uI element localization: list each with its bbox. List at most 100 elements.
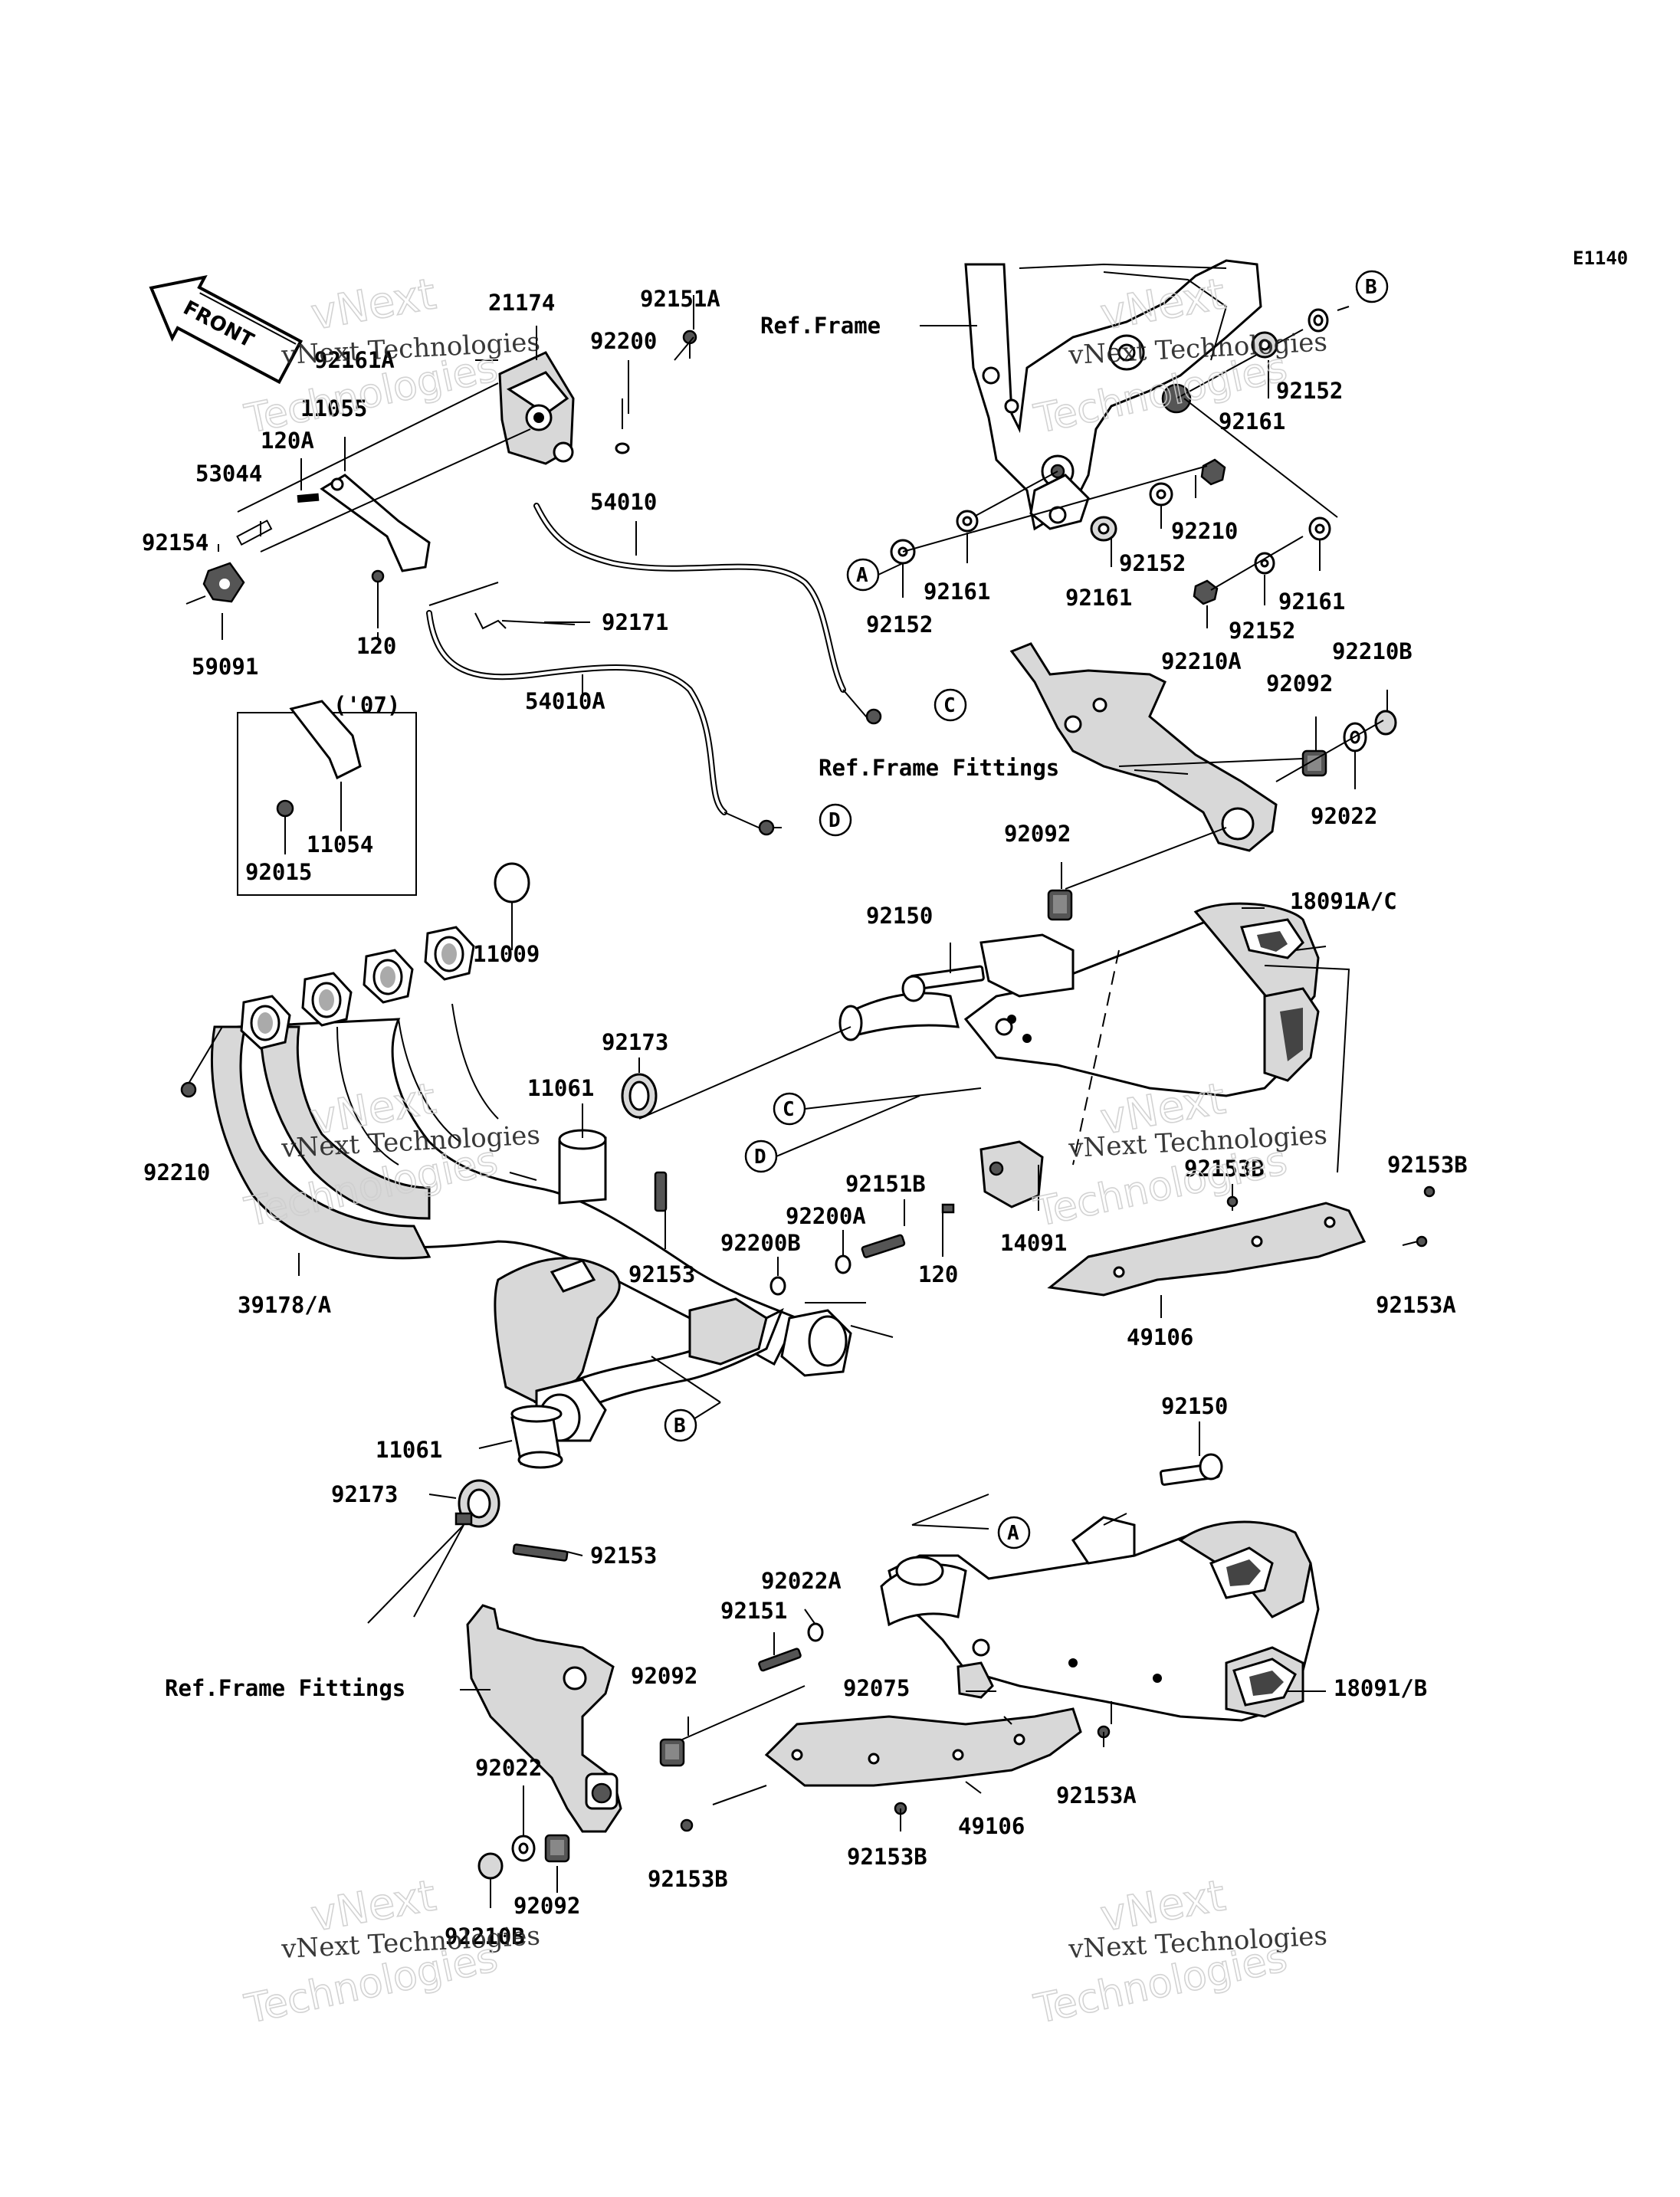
label-11009: 11009 xyxy=(473,941,540,967)
label-92210-r: 92210 xyxy=(1171,518,1238,544)
heat-guard-49106-top xyxy=(1047,1202,1367,1297)
label-ref-frame-fittings-bot: Ref.Frame Fittings xyxy=(165,1675,405,1701)
label-120-mid: 120 xyxy=(918,1261,958,1287)
label-92153B-right: 92153B xyxy=(1387,1152,1468,1178)
label-120-top: 120 xyxy=(356,633,396,659)
label-92022A: 92022A xyxy=(761,1568,842,1594)
svg-text:vNext: vNext xyxy=(307,269,439,339)
callout-d-mid: D xyxy=(744,1139,778,1173)
label-92161-m: 92161 xyxy=(1065,585,1132,611)
bolt-92151B xyxy=(861,1234,906,1258)
label-120A: 120A xyxy=(261,428,314,454)
label-92210B-top: 92210B xyxy=(1332,638,1413,664)
svg-text:C: C xyxy=(783,1098,795,1121)
muffler-lower xyxy=(880,1516,1320,1722)
bolt-92151 xyxy=(758,1648,802,1672)
label-11055: 11055 xyxy=(300,395,367,421)
label-92150-bot: 92150 xyxy=(1161,1393,1228,1419)
label-92161-l: 92161 xyxy=(924,579,990,605)
clamp-92173-bot xyxy=(454,1479,500,1528)
label-92092-bot2: 92092 xyxy=(514,1893,580,1919)
diagram-code: E1140 xyxy=(1573,248,1628,269)
bolt-92150-top xyxy=(901,965,985,1002)
ref-frame-outline xyxy=(964,259,1262,531)
label-92153-bot: 92153 xyxy=(590,1543,657,1569)
callout-a-top: A xyxy=(846,558,880,592)
label-92150-top: 92150 xyxy=(866,903,933,929)
washer-92022-bot xyxy=(511,1835,536,1862)
label-92173-top: 92173 xyxy=(602,1029,668,1055)
washer-92200A xyxy=(835,1254,851,1274)
label-92173-bot: 92173 xyxy=(331,1481,398,1507)
muffler-upper xyxy=(963,902,1320,1097)
label-92154: 92154 xyxy=(142,530,208,556)
label-54010: 54010 xyxy=(590,489,657,515)
svg-text:A: A xyxy=(1007,1522,1019,1545)
bolt-92153-mid xyxy=(654,1171,668,1212)
nut-92161-mid xyxy=(1090,516,1117,542)
callout-d-top: D xyxy=(819,803,852,837)
header-flange-1 xyxy=(240,995,291,1050)
nut-92210-r xyxy=(1200,458,1226,486)
label-92153A-bot: 92153A xyxy=(1056,1782,1137,1808)
callout-b-mid: B xyxy=(664,1408,697,1442)
label-92200A: 92200A xyxy=(786,1203,866,1229)
callout-b-top: B xyxy=(1355,270,1389,303)
label-18091AC: 18091A/C xyxy=(1290,888,1397,914)
callout-c-top: C xyxy=(934,688,967,722)
frame-fitting-bottom xyxy=(466,1604,622,1833)
label-92092-mid: 92092 xyxy=(1004,821,1071,847)
nut-92210B-bot xyxy=(477,1852,504,1880)
label-92153B-bot1: 92153B xyxy=(648,1866,728,1892)
label-92151: 92151 xyxy=(720,1598,787,1624)
label-49106-top: 49106 xyxy=(1127,1324,1193,1350)
label-92210B-bot: 92210B xyxy=(445,1923,525,1949)
header-flange-4 xyxy=(424,926,475,981)
label-92092-top: 92092 xyxy=(1266,671,1333,697)
link-pipe-upper xyxy=(838,992,960,1041)
svg-text:B: B xyxy=(1365,276,1377,299)
exhaust-header xyxy=(211,926,852,1442)
label-92161-r: 92161 xyxy=(1278,589,1345,615)
label-14091: 14091 xyxy=(1000,1230,1067,1256)
label-54010A: 54010A xyxy=(525,688,605,714)
nut-92161-l xyxy=(956,510,979,533)
bolt-120-mid xyxy=(941,1203,955,1214)
bolt-92153-bot xyxy=(512,1543,569,1562)
clamp-92173-top xyxy=(621,1073,658,1119)
gasket-11009 xyxy=(494,862,530,903)
nut-92210-left xyxy=(180,1081,197,1098)
label-11054: 11054 xyxy=(307,831,373,857)
label-92152-top: 92152 xyxy=(1276,378,1343,404)
label-11061-bot: 11061 xyxy=(376,1437,442,1463)
label-92153B-bot2: 92153B xyxy=(847,1844,927,1870)
washer-92152-top xyxy=(1308,308,1329,333)
front-arrow-icon: FRONT xyxy=(149,275,304,385)
nut-92161-r xyxy=(1308,516,1331,541)
label-92152-mid: 92152 xyxy=(1119,550,1186,576)
damper-92092-mid xyxy=(1047,889,1073,921)
exhaust-valve-actuator xyxy=(498,351,575,465)
frame-fitting-top xyxy=(1009,642,1278,852)
leader-lines xyxy=(218,295,1388,1893)
nut-92210A xyxy=(1193,579,1219,605)
damper-92092-bot xyxy=(659,1738,685,1767)
callout-a-bot: A xyxy=(997,1516,1031,1549)
label-92200: 92200 xyxy=(590,328,657,354)
label-92152-r: 92152 xyxy=(1229,618,1295,644)
label-92022-top: 92022 xyxy=(1311,803,1377,829)
callout-c-mid: C xyxy=(773,1092,806,1126)
label-92151B: 92151B xyxy=(845,1171,926,1197)
header-flange-2 xyxy=(301,972,353,1027)
header-outlet-right xyxy=(780,1309,852,1377)
label-18091B: 18091/B xyxy=(1334,1675,1427,1701)
svg-text:D: D xyxy=(829,809,841,832)
svg-text:C: C xyxy=(943,694,956,717)
washer-92152-mid xyxy=(1149,482,1173,507)
label-92210-left: 92210 xyxy=(143,1159,210,1185)
label-92015: 92015 xyxy=(245,859,312,885)
label-92092-bot: 92092 xyxy=(631,1663,697,1689)
label-ref-frame: Ref.Frame xyxy=(760,313,881,339)
label-92200B: 92200B xyxy=(720,1230,801,1256)
label-92153B-mid: 92153B xyxy=(1184,1156,1265,1182)
